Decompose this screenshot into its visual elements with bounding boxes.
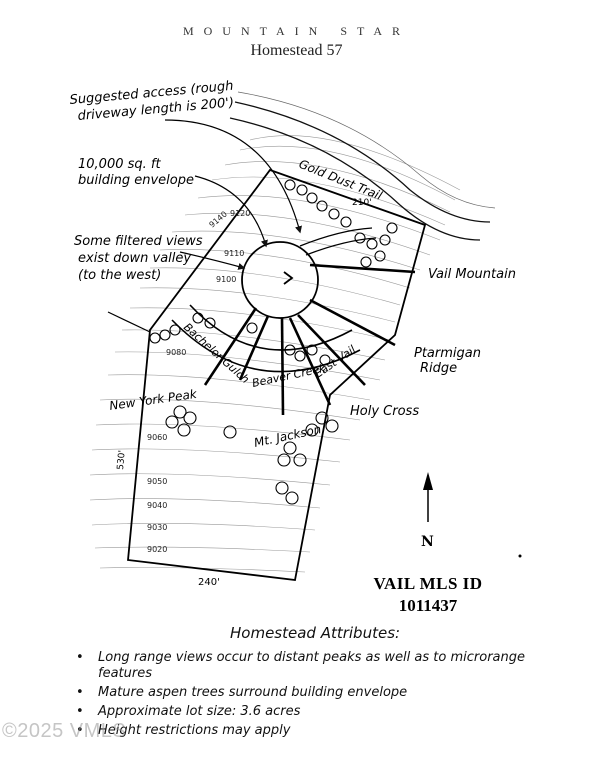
road xyxy=(229,91,496,241)
mls-block: VAIL MLS ID 1011437 xyxy=(348,574,508,616)
contour-label: 9060 xyxy=(147,433,167,442)
brand-title: MOUNTAIN STAR xyxy=(182,24,411,38)
annotation-views-1: Some filtered views xyxy=(74,234,203,249)
building-envelope xyxy=(241,241,319,319)
label-holy-cross: Holy Cross xyxy=(350,404,419,419)
contour-label: 9140 xyxy=(208,210,229,230)
contour-label: 9120 xyxy=(230,209,250,218)
contour-label: 9020 xyxy=(147,545,167,554)
mls-label: VAIL MLS ID xyxy=(373,574,483,593)
contour-label: 9080 xyxy=(166,348,186,357)
north-arrow: N xyxy=(421,472,434,550)
list-item: Mature aspen trees surround building env… xyxy=(74,685,544,701)
dimension-left: 530' xyxy=(116,450,128,470)
dimension-top: 210' xyxy=(352,198,372,208)
homestead-title: Homestead 57 xyxy=(250,42,343,59)
aspen-trees xyxy=(149,179,398,505)
annotation-envelope-1: 10,000 sq. ft xyxy=(78,157,161,172)
annotation-views-2: exist down valley xyxy=(78,251,191,266)
annotation-views-3: (to the west) xyxy=(78,268,161,283)
annotation-envelope-2: building envelope xyxy=(78,173,194,188)
label-mt-jackson: Mt. Jackson xyxy=(253,422,323,450)
view-lines xyxy=(203,263,416,416)
label-ptarmigan-1: Ptarmigan xyxy=(414,346,481,361)
label-vail-mountain: Vail Mountain xyxy=(428,267,516,282)
driveway xyxy=(299,227,373,247)
attributes-list: Long range views occur to distant peaks … xyxy=(74,650,544,742)
list-item: Height restrictions may apply xyxy=(74,723,544,739)
contour-labels: 9140 9120 9110 9100 9080 9060 9050 9040 … xyxy=(147,209,250,554)
lot-boundary xyxy=(127,168,427,581)
contour-label: 9030 xyxy=(147,523,167,532)
site-plan: Gold Dust Trail Sugge xyxy=(69,79,522,588)
contour-label: 9050 xyxy=(147,477,167,486)
dimension-bottom: 240' xyxy=(198,577,220,588)
contour-lines xyxy=(89,135,461,573)
list-item: Long range views occur to distant peaks … xyxy=(74,650,544,682)
contour-label: 9040 xyxy=(147,501,167,510)
contour-label: 9110 xyxy=(224,249,244,258)
north-label: N xyxy=(421,534,434,550)
copyright-watermark: ©2025 VMLS xyxy=(2,720,127,742)
contour-label: 9100 xyxy=(216,275,236,284)
label-ptarmigan-2: Ridge xyxy=(420,361,457,376)
mls-id: 1011437 xyxy=(398,596,458,615)
list-item: Approximate lot size: 3.6 acres xyxy=(74,704,544,720)
attributes-title: Homestead Attributes: xyxy=(230,624,401,642)
